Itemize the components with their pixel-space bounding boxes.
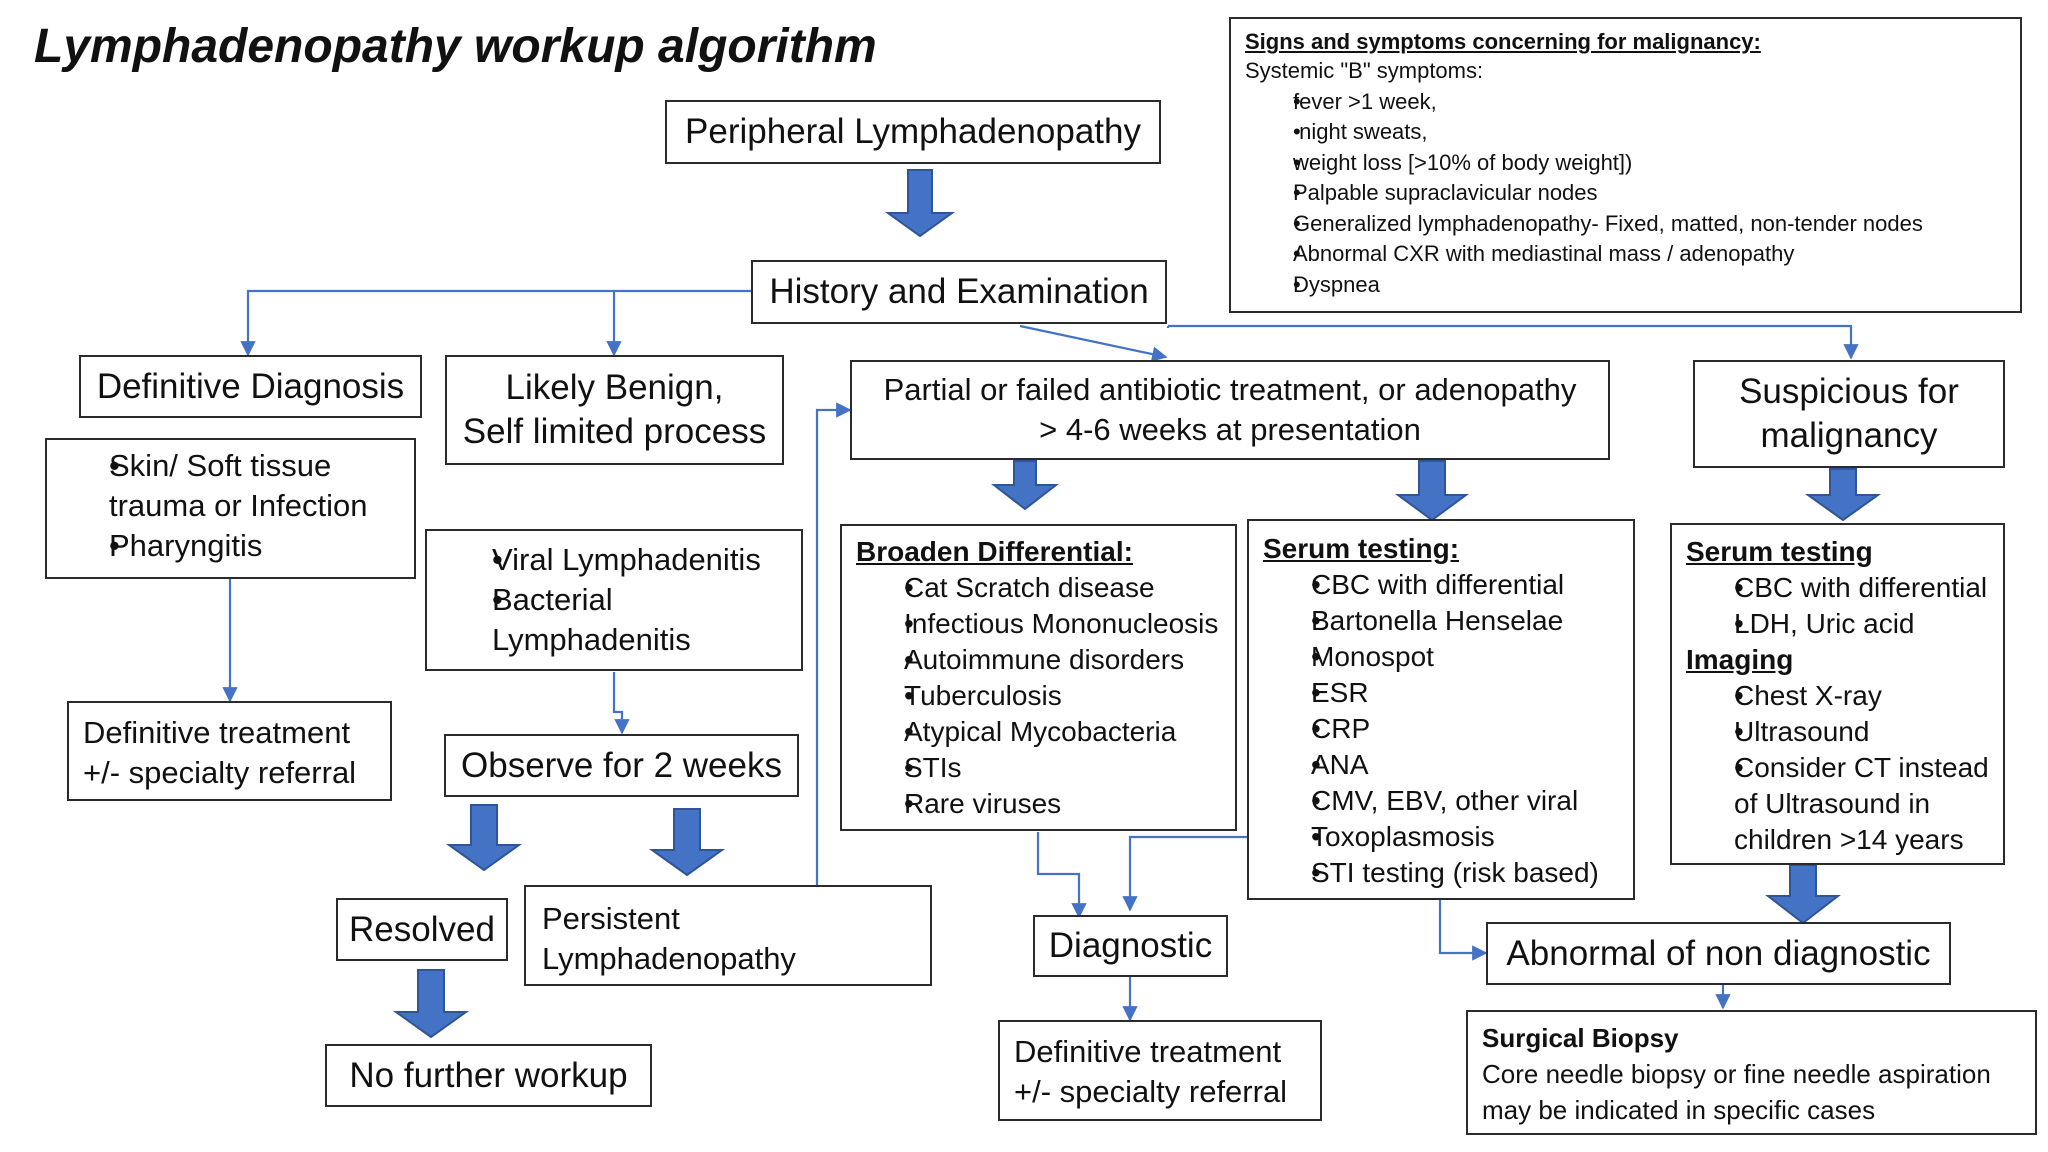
- observe-two-weeks-node: Observe for 2 weeks: [444, 734, 799, 797]
- list-item: Rare viruses: [856, 786, 1235, 822]
- list-item: Chest X-ray: [1686, 678, 2003, 714]
- list-item: Toxoplasmosis: [1263, 819, 1633, 855]
- list-item: Pharyngitis: [47, 526, 414, 566]
- connector-broaden-to-diagnostic: [1036, 832, 1087, 919]
- list-item: Skin/ Soft tissue trauma or Infection: [47, 446, 414, 526]
- list-item: ANA: [1263, 747, 1633, 783]
- list-item: Abnormal CXR with mediastinal mass / ade…: [1245, 239, 2006, 270]
- signs-subheading: Systemic "B" symptoms:: [1245, 58, 1484, 83]
- list-item: weight loss [>10% of body weight]): [1245, 148, 2006, 179]
- list-item: Monospot: [1263, 639, 1633, 675]
- block-arrow-peripheral-history: [884, 169, 956, 238]
- persistent-lymphadenopathy-node: Persistent Lymphadenopathy: [524, 885, 932, 986]
- diagnostic-node: Diagnostic: [1033, 915, 1228, 977]
- list-item: night sweats,: [1245, 117, 2006, 148]
- block-arrow-partial-broaden: [991, 460, 1059, 511]
- biopsy-heading: Surgical Biopsy: [1482, 1023, 1679, 1053]
- likely-benign-node: Likely Benign, Self limited process: [445, 355, 784, 465]
- connector-serum-to-diagnostic: [1122, 835, 1247, 912]
- signs-heading: Signs and symptoms concerning for malign…: [1245, 29, 1761, 54]
- peripheral-lymphadenopathy-node: Peripheral Lymphadenopathy: [665, 100, 1161, 164]
- connector-persistent-to-partial: [815, 402, 852, 885]
- broaden-heading: Broaden Differential:: [856, 536, 1133, 567]
- list-item: Atypical Mycobacteria: [856, 714, 1235, 750]
- block-arrow-serum-abnormal: [1765, 864, 1841, 925]
- resolved-node: Resolved: [336, 898, 508, 961]
- signs-list: fever >1 week, night sweats, weight loss…: [1245, 87, 2006, 301]
- history-examination-node: History and Examination: [751, 260, 1167, 324]
- list-item: Autoimmune disorders: [856, 642, 1235, 678]
- connector-history-to-definitive: [240, 289, 754, 357]
- list-item: Generalized lymphadenopathy- Fixed, matt…: [1245, 209, 2006, 240]
- list-item: CRP: [1263, 711, 1633, 747]
- block-arrow-partial-serum: [1394, 460, 1470, 522]
- malignancy-signs-box: Signs and symptoms concerning for malign…: [1229, 17, 2022, 313]
- list-item: CMV, EBV, other viral: [1263, 783, 1633, 819]
- serum-right-heading: Serum testing: [1686, 536, 1873, 567]
- list-item: CBC with differential: [1263, 567, 1633, 603]
- list-item: Dyspnea: [1245, 270, 2006, 301]
- list-item: ESR: [1263, 675, 1633, 711]
- partial-failed-treatment-node: Partial or failed antibiotic treatment, …: [850, 360, 1610, 460]
- abnormal-nondiagnostic-node: Abnormal of non diagnostic: [1486, 922, 1951, 985]
- imaging-heading: Imaging: [1686, 644, 1794, 675]
- list-item: Bacterial Lymphadenitis: [427, 580, 801, 660]
- suspicious-malignancy-node: Suspicious for malignancy: [1693, 360, 2005, 468]
- surgical-biopsy-box: Surgical Biopsy Core needle biopsy or fi…: [1466, 1010, 2037, 1135]
- definitive-treatment-left-node: Definitive treatment +/- specialty refer…: [67, 701, 392, 801]
- list-item: CBC with differential: [1686, 570, 2003, 606]
- definitive-diagnosis-list: Skin/ Soft tissue trauma or Infection Ph…: [45, 438, 416, 579]
- list-item: LDH, Uric acid: [1686, 606, 2003, 642]
- block-arrow-resolved-nofurther: [392, 969, 470, 1039]
- list-item: STI testing (risk based): [1263, 855, 1633, 891]
- list-item: Palpable supraclavicular nodes: [1245, 178, 2006, 209]
- block-arrow-observe-persistent: [648, 808, 726, 877]
- connector-history-to-suspicious: [1168, 324, 1859, 360]
- page-title: Lymphadenopathy workup algorithm: [34, 20, 877, 73]
- connector-history-diag-partial: [1019, 324, 1168, 362]
- list-item: Consider CT instead of Ultrasound in chi…: [1686, 750, 2003, 858]
- list-item: STIs: [856, 750, 1235, 786]
- block-arrow-suspicious-serum: [1804, 468, 1882, 522]
- list-item: Viral Lymphadenitis: [427, 540, 801, 580]
- broaden-differential-box: Broaden Differential: Cat Scratch diseas…: [840, 524, 1237, 831]
- list-item: Cat Scratch disease: [856, 570, 1235, 606]
- definitive-diagnosis-node: Definitive Diagnosis: [79, 355, 422, 418]
- serum-testing-middle-box: Serum testing: CBC with differential Bar…: [1247, 519, 1635, 900]
- no-further-workup-node: No further workup: [325, 1044, 652, 1107]
- block-arrow-observe-resolved: [445, 804, 523, 872]
- serum-testing-right-box: Serum testing CBC with differential LDH,…: [1670, 523, 2005, 865]
- connector-serum-to-abnormal: [1438, 900, 1488, 961]
- connector-benign-list-to-observe: [612, 672, 630, 735]
- list-item: Bartonella Henselae: [1263, 603, 1633, 639]
- list-item: fever >1 week,: [1245, 87, 2006, 118]
- biopsy-text: Core needle biopsy or fine needle aspira…: [1482, 1059, 1991, 1125]
- likely-benign-list: Viral Lymphadenitis Bacterial Lymphadeni…: [425, 529, 803, 671]
- list-item: Tuberculosis: [856, 678, 1235, 714]
- list-item: Infectious Mononucleosis: [856, 606, 1235, 642]
- serum-mid-heading: Serum testing:: [1263, 533, 1460, 564]
- list-item: Ultrasound: [1686, 714, 2003, 750]
- definitive-treatment-mid-node: Definitive treatment +/- specialty refer…: [998, 1020, 1322, 1121]
